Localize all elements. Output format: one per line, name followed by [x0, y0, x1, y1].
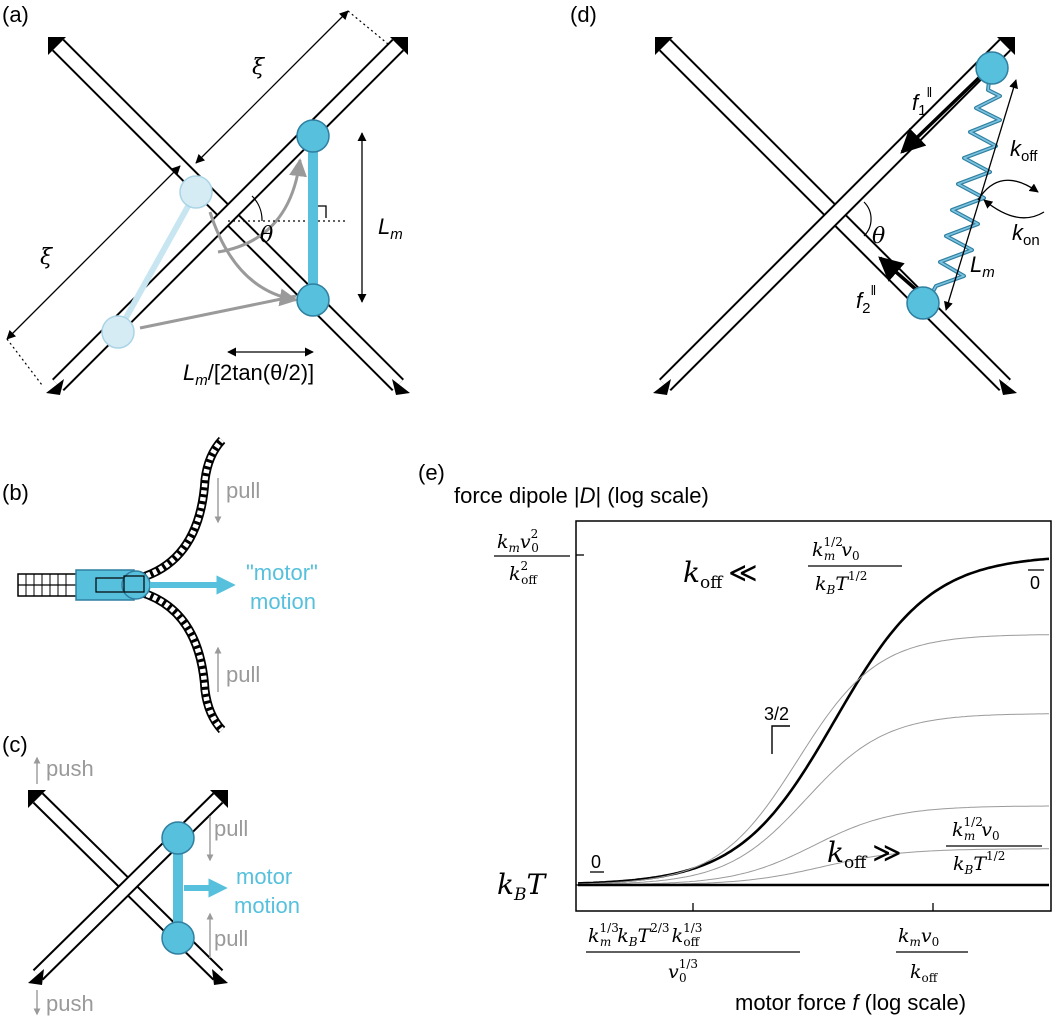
svg-text:kBT1/2: kBT1/2 [953, 849, 1005, 877]
panel-a-label: (a) [2, 2, 29, 27]
x-axis-title: motor force f (log scale) [735, 990, 966, 1015]
xi-top-dimension [195, 10, 349, 164]
zero-left-label: 0 [591, 852, 601, 872]
zipper-branch-bottom-teeth [139, 589, 225, 732]
panel-e-label: (e) [418, 460, 445, 485]
panel-d: (d) Lm θ koff kon f1‖ [570, 2, 1045, 395]
f2-label: f2‖ [856, 282, 876, 317]
svg-text:v1/30: v1/30 [668, 957, 698, 985]
faded-motor-head-bottom [101, 315, 135, 349]
svg-text:kBT1/2: kBT1/2 [815, 569, 867, 597]
slope-marker [771, 725, 790, 754]
motor-head-c-bottom [161, 921, 195, 955]
theta-label: θ [260, 223, 273, 248]
svg-text:koff≪: koff≪ [683, 556, 758, 593]
panel-b-label: (b) [2, 480, 29, 505]
pull-bottom-b-label: pull [226, 662, 260, 687]
faded-motor-head-top [179, 175, 213, 209]
f1-label: f1‖ [912, 84, 932, 119]
motor-head-d-bottom [906, 286, 940, 320]
panel-c-label: (c) [2, 732, 28, 757]
y-axis-title: force dipole |D| (log scale) [454, 483, 709, 508]
motor-motion-c-line1: motor [236, 864, 292, 889]
theta-arc [251, 195, 263, 222]
curve-1 [577, 634, 1049, 885]
svg-text:koff≫: koff≫ [827, 836, 902, 873]
kon-label: kon [1012, 220, 1040, 249]
theta-d-arc [863, 201, 872, 237]
kon-arrow [983, 199, 1045, 219]
zipper-branch-bottom [138, 587, 226, 734]
motor-motion-c-line2: motion [234, 893, 300, 918]
gray-arrow-line [139, 294, 297, 330]
plot-frame [575, 520, 1052, 912]
panel-e: (e) force dipole |D| (log scale) motor f… [418, 460, 1052, 1015]
push-bottom-c-label: push [46, 991, 94, 1016]
zipper-branch-top-teeth [139, 438, 225, 581]
zero-right-label: 0 [1030, 573, 1040, 593]
curve-2 [578, 713, 1049, 885]
koff-label: koff [1010, 136, 1038, 165]
motor-motion-b-line1: "motor" [246, 560, 318, 585]
motor-motion-b-line2: motion [250, 589, 316, 614]
curves [577, 557, 1050, 887]
offset-label: Lm/[2tan(θ/2)] [183, 360, 314, 389]
pull-top-b-label: pull [226, 478, 260, 503]
xi-left-label: ξ [40, 245, 54, 270]
panel-b: (b) "motor" motion pull pull [2, 436, 318, 734]
lm-d-label: Lm [970, 252, 995, 281]
curve-3 [578, 805, 1049, 886]
zipper-branch-top [138, 436, 226, 583]
panel-c: (c) motor motion pull pull push push [2, 732, 300, 1016]
y-tick-label-bottom: kBT [497, 868, 547, 905]
zipper-slider-tab [123, 575, 145, 593]
xi-top-extension [347, 10, 389, 45]
curve-0 [577, 557, 1050, 885]
motor-head-top [296, 119, 330, 153]
theta-d-label: θ [872, 224, 885, 249]
motor-head-d-top [975, 51, 1009, 85]
gray-arrow-up [217, 158, 307, 254]
koff-arrow [977, 179, 1039, 201]
xi-left-dimension [6, 165, 181, 340]
push-top-c-label: push [46, 756, 94, 781]
xi-top-label: ξ [252, 55, 266, 80]
panel-a: (a) ξ ξ θ [2, 2, 410, 395]
panel-d-label: (d) [570, 2, 597, 27]
faded-motor-link [115, 190, 199, 334]
slope-label: 3/2 [764, 704, 789, 724]
x-tick-label-right: kmv0 koff [896, 925, 968, 985]
xi-left-extension [6, 338, 43, 386]
svg-text:kmv0: kmv0 [898, 925, 939, 949]
motor-head-bottom [296, 283, 330, 317]
motor-head-c-top [161, 821, 195, 855]
svg-text:koff: koff [910, 961, 939, 985]
pull-top-c-label: pull [214, 816, 248, 841]
zipper-slider-head [121, 570, 151, 600]
zipper-closed [17, 573, 81, 597]
pull-bottom-c-label: pull [214, 926, 248, 951]
lm-label: Lm [378, 214, 403, 243]
gray-arrow-down [208, 211, 298, 307]
